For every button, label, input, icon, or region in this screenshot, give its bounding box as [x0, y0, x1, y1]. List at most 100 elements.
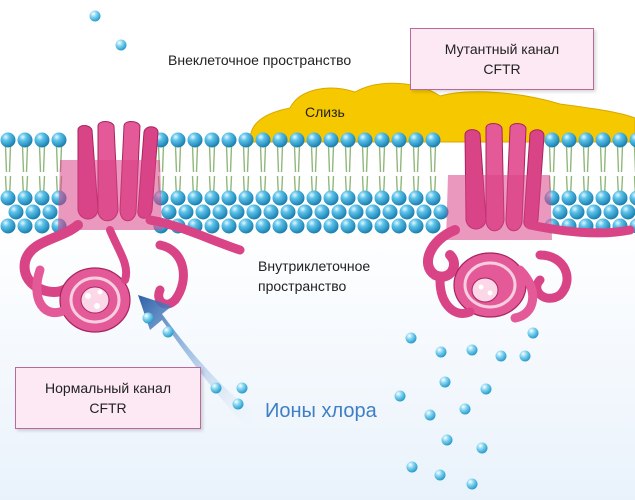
- lipid-tail: [276, 145, 280, 173]
- lipid-head: [34, 190, 50, 206]
- lipid-head: [357, 190, 373, 206]
- lipid-head: [255, 132, 271, 148]
- lipid-head: [221, 190, 237, 206]
- lipid-head: [170, 190, 186, 206]
- lipid-head: [272, 132, 288, 148]
- lipid-tail: [331, 145, 335, 173]
- intracellular-label-line2: пространство: [258, 278, 347, 294]
- chloride-ion: [480, 383, 492, 395]
- lipid-head: [25, 204, 41, 220]
- chloride-ion: [466, 344, 478, 356]
- lipid-head: [331, 204, 347, 220]
- lipid-head: [374, 190, 390, 206]
- lipid-head: [340, 132, 356, 148]
- lipid-head: [391, 190, 407, 206]
- lipid-tail: [195, 145, 199, 173]
- lipid-head: [272, 190, 288, 206]
- lipid-head: [425, 190, 441, 206]
- lipid-head: [42, 204, 58, 220]
- lipid-head: [323, 132, 339, 148]
- lipid-head: [595, 132, 611, 148]
- lipid-head: [170, 132, 186, 148]
- lipid-tail: [344, 145, 348, 173]
- lipid-head: [425, 132, 441, 148]
- lipid-head: [629, 132, 635, 148]
- lipid-tail: [21, 145, 25, 173]
- lipid-tail: [327, 145, 331, 173]
- lipid-tail: [416, 145, 420, 173]
- lipid-head: [0, 218, 16, 234]
- lipid-tail: [314, 145, 318, 173]
- chloride-ion: [441, 434, 453, 446]
- lipid-tail: [293, 145, 297, 173]
- lipid-tail: [620, 145, 624, 173]
- lipid-tail: [548, 145, 552, 173]
- lipid-head: [391, 132, 407, 148]
- chloride-ion: [435, 346, 447, 358]
- lipid-head: [297, 204, 313, 220]
- lipid-head: [212, 204, 228, 220]
- lipid-tail: [586, 145, 590, 173]
- lipid-head: [340, 218, 356, 234]
- lipid-tail: [365, 145, 369, 173]
- lipid-head: [323, 190, 339, 206]
- lipid-head: [17, 190, 33, 206]
- lipid-head: [416, 204, 432, 220]
- chloride-ion: [405, 332, 417, 344]
- lipid-head: [8, 204, 24, 220]
- chloride-ion: [115, 39, 127, 51]
- mutant-box-line2: CFTR: [483, 61, 521, 77]
- lipid-head: [306, 190, 322, 206]
- lipid-tail: [174, 145, 178, 173]
- mutant-box-line1: Мутантный канал: [444, 41, 560, 57]
- lipid-head: [603, 204, 619, 220]
- lipid-head: [263, 204, 279, 220]
- lipid-head: [595, 190, 611, 206]
- lipid-head: [569, 204, 585, 220]
- lipid-head: [272, 218, 288, 234]
- lipid-tail: [429, 145, 433, 173]
- lipid-head: [289, 190, 305, 206]
- lipid-tail: [599, 145, 603, 173]
- lipid-tail: [569, 145, 573, 173]
- lipid-head: [306, 218, 322, 234]
- lipid-tail: [208, 145, 212, 173]
- lipid-head: [408, 190, 424, 206]
- lipid-head: [280, 204, 296, 220]
- lipid-tail: [616, 145, 620, 173]
- lipid-tail: [348, 145, 352, 173]
- lipid-head: [187, 132, 203, 148]
- chloride-ion: [406, 461, 418, 473]
- lipid-tail: [552, 145, 556, 173]
- lipid-tail: [42, 145, 46, 173]
- lipid-head: [161, 204, 177, 220]
- lipid-tail: [55, 145, 59, 173]
- lipid-tail: [310, 145, 314, 173]
- lipid-head: [238, 132, 254, 148]
- lipid-head: [204, 218, 220, 234]
- extracellular-label: Внеклеточное пространство: [168, 52, 352, 68]
- lipid-tail: [38, 145, 42, 173]
- lipid-tail: [212, 145, 216, 173]
- lipid-tail: [242, 145, 246, 173]
- lipid-tail: [361, 145, 365, 173]
- lipid-head: [629, 190, 635, 206]
- lipid-head: [255, 190, 271, 206]
- lipid-head: [187, 190, 203, 206]
- lipid-head: [365, 204, 381, 220]
- lipid-tail: [378, 145, 382, 173]
- lipid-head: [0, 190, 16, 206]
- lipid-head: [204, 190, 220, 206]
- lipid-head: [544, 132, 560, 148]
- intracellular-label: Внутриклеточное пространство: [258, 256, 370, 296]
- lipid-tail: [25, 145, 29, 173]
- normal-channel-box: Нормальный канал CFTR: [15, 367, 201, 429]
- mutant-cftr-channel: [422, 123, 635, 323]
- mucus-layer: [249, 82, 635, 143]
- lipid-tail: [603, 145, 607, 173]
- normal-box-line2: CFTR: [89, 400, 127, 416]
- chloride-ion: [142, 312, 154, 324]
- lipid-head: [34, 218, 50, 234]
- lipid-head: [306, 132, 322, 148]
